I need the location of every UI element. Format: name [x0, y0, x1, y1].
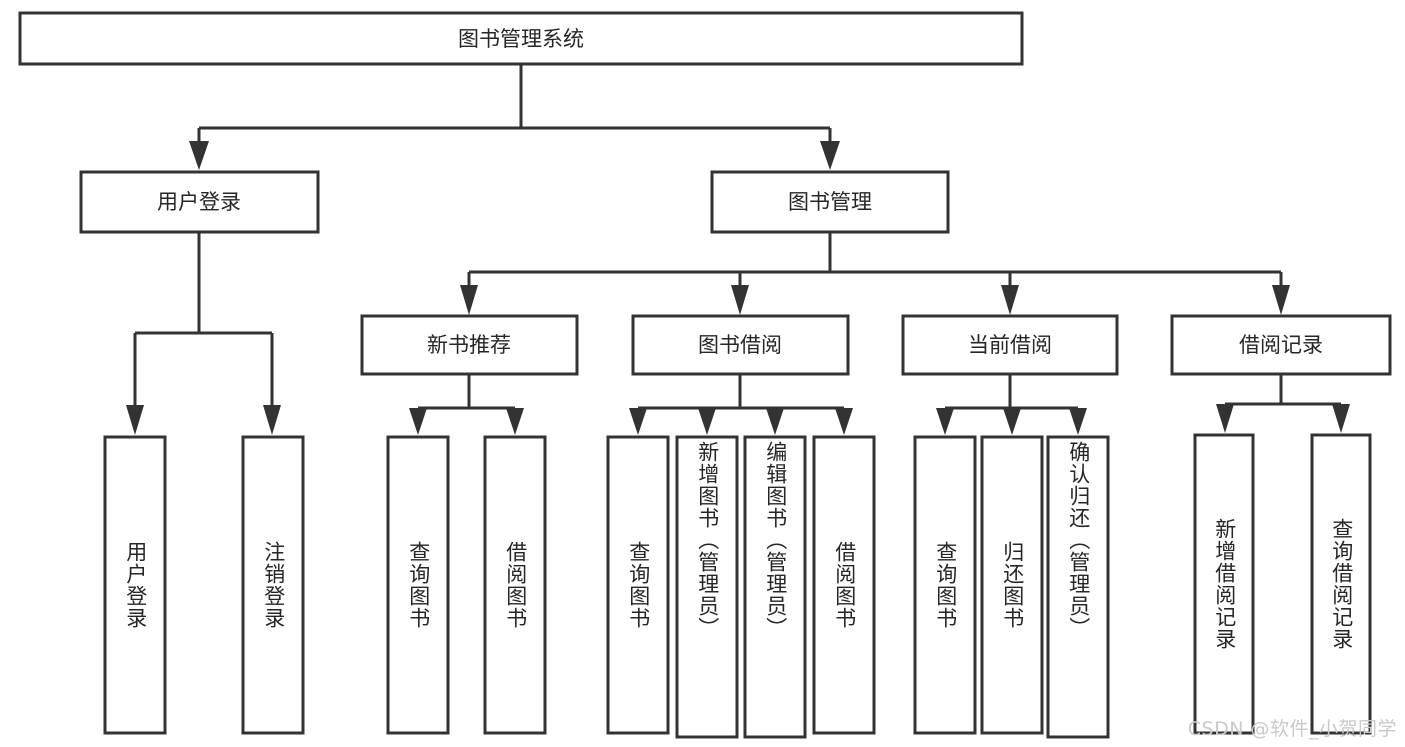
leaf-box-group	[103, 433, 1372, 739]
node-leaf-6-box[interactable]	[675, 435, 739, 739]
arrow-head-leaf-12	[1216, 404, 1234, 433]
node-leaf-4-box[interactable]	[483, 435, 547, 735]
node-borrow[interactable]: 图书借阅	[631, 314, 850, 376]
node-records-box[interactable]	[1170, 314, 1392, 376]
node-records-label: 借阅记录	[1239, 333, 1323, 357]
connector-group-borrow	[629, 374, 853, 435]
connector-group-login	[126, 232, 281, 435]
node-leaf-2-box[interactable]	[241, 435, 305, 735]
connector-group-bookmgmt	[460, 232, 1290, 315]
node-leaf-12-box[interactable]	[1193, 433, 1255, 735]
arrow-head-borrow	[731, 285, 749, 315]
node-bookmgmt[interactable]: 图书管理	[710, 170, 950, 234]
node-root[interactable]: 图书管理系统	[18, 11, 1024, 66]
node-borrow-box[interactable]	[631, 314, 850, 376]
node-borrow-label: 图书借阅	[698, 333, 782, 357]
node-login-label: 用户登录	[157, 190, 241, 214]
arrow-head-leaf-4	[506, 408, 524, 435]
node-bookmgmt-box[interactable]	[710, 170, 950, 234]
node-newbook[interactable]: 新书推荐	[360, 314, 579, 376]
arrow-head-leaf-11	[1069, 408, 1087, 435]
arrow-head-current	[1001, 285, 1019, 315]
node-leaf-9-box[interactable]	[913, 435, 977, 735]
arrow-head-login	[189, 141, 209, 170]
node-current[interactable]: 当前借阅	[901, 314, 1119, 376]
csdn-watermark: CSDN @软件_小贺同学	[1187, 718, 1397, 740]
arrow-head-leaf-2	[263, 405, 281, 435]
arrow-head-leaf-5	[629, 408, 647, 435]
connector-group-records	[1216, 374, 1350, 433]
connector-group-current	[936, 374, 1087, 435]
node-bookmgmt-label: 图书管理	[788, 190, 872, 214]
arrow-head-leaf-10	[1003, 408, 1021, 435]
arrow-head-bookmgmt	[820, 141, 840, 170]
arrow-head-leaf-13	[1332, 404, 1350, 433]
node-login[interactable]: 用户登录	[79, 170, 320, 234]
node-current-label: 当前借阅	[968, 333, 1052, 357]
node-leaf-8-box[interactable]	[812, 435, 876, 735]
node-leaf-10-box[interactable]	[980, 435, 1044, 735]
node-leaf-5-box[interactable]	[606, 435, 670, 735]
node-login-box[interactable]	[79, 170, 320, 234]
arrow-head-leaf-7	[766, 408, 784, 435]
node-newbook-label: 新书推荐	[427, 333, 511, 357]
node-leaf-3-box[interactable]	[386, 435, 450, 735]
arrow-head-records	[1272, 285, 1290, 315]
node-root-box[interactable]	[18, 11, 1024, 66]
node-leaf-11-box[interactable]	[1046, 435, 1110, 739]
arrow-head-leaf-6	[698, 408, 716, 435]
node-current-box[interactable]	[901, 314, 1119, 376]
node-leaf-7-box[interactable]	[743, 435, 807, 739]
node-newbook-box[interactable]	[360, 314, 579, 376]
node-leaf-13-box[interactable]	[1310, 433, 1372, 735]
arrow-head-leaf-9	[936, 408, 954, 435]
connector-group-newbook	[409, 374, 524, 435]
arrow-head-newbook	[460, 285, 478, 315]
arrow-head-leaf-8	[835, 408, 853, 435]
node-leaf-1-box[interactable]	[103, 435, 167, 735]
node-records[interactable]: 借阅记录	[1170, 314, 1392, 376]
arrow-head-leaf-3	[409, 408, 427, 435]
arrow-head-leaf-1	[126, 405, 144, 435]
connector-group-root	[189, 64, 840, 170]
node-root-label: 图书管理系统	[458, 27, 584, 51]
